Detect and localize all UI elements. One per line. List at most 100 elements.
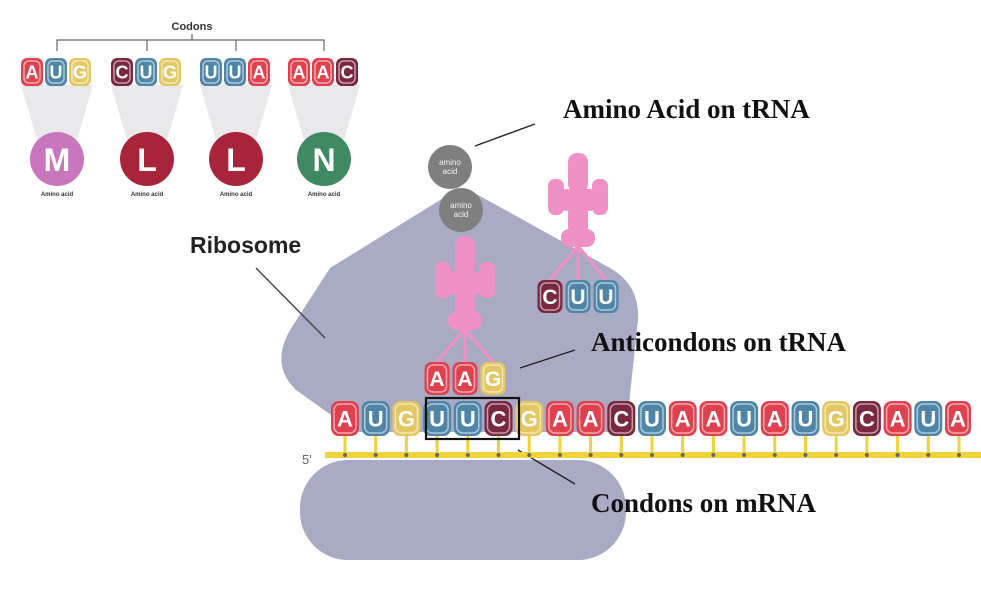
anticodon-callout: Anticondons on tRNA <box>591 327 847 357</box>
nucleotide-letter: G <box>828 406 845 431</box>
nucleotide-tile <box>453 401 482 436</box>
trna-top-stem <box>455 236 475 276</box>
nucleotide-letter: C <box>613 406 629 431</box>
nucleotide-tile <box>423 401 452 436</box>
nucleotide-tile-outline <box>426 364 448 393</box>
amino-acid-caption: Amino acid <box>41 192 74 198</box>
nucleotide-tile <box>361 401 390 436</box>
amino-acid-pointer-line <box>474 123 536 147</box>
nucleotide-tile-outline <box>113 60 131 84</box>
nucleotide-tile-outline <box>71 60 89 84</box>
nucleotide-letter: C <box>859 406 875 431</box>
nucleotide-tile <box>699 401 728 436</box>
mrna-nucleotide: A <box>576 401 605 436</box>
nucleotide-tile-outline <box>640 403 664 434</box>
mrna-nucleotide: U <box>638 401 666 436</box>
nucleotide-letter: C <box>542 286 557 309</box>
nucleotide-tile <box>565 280 591 313</box>
nucleotide-letter: A <box>705 406 721 431</box>
mrna-backbone-dot <box>404 453 409 457</box>
nucleotide-tile-outline <box>855 403 879 434</box>
amino-acid-ball-text: amino <box>450 201 472 210</box>
amino-acid-caption: Amino acid <box>220 192 253 198</box>
nucleotide-tile-outline <box>732 403 756 434</box>
mrna-nucleotide: C <box>484 401 513 436</box>
mrna-backbone-stick <box>650 434 654 454</box>
nucleotide-tile <box>69 58 91 86</box>
trna-left-arm <box>435 262 451 298</box>
legend-nucleotide: U <box>135 58 157 86</box>
mrna-backbone-dot <box>435 453 440 457</box>
nucleotide-tile-outline <box>456 403 480 434</box>
nucleotide-tile <box>607 401 636 436</box>
trna-anticodon-loop <box>561 229 595 247</box>
legend-funnel <box>111 85 183 140</box>
legend-nucleotide: A <box>312 58 334 86</box>
mrna-backbone-stick <box>742 434 746 454</box>
nucleotide-letter: A <box>767 406 783 431</box>
anticodon-nucleotide: A <box>424 362 450 395</box>
nucleotide-tile-outline <box>161 60 179 84</box>
nucleotide-tile-outline <box>824 403 848 434</box>
mrna-nucleotide: U <box>361 401 390 436</box>
mrna-backbone-stick <box>896 434 900 454</box>
mrna-backbone-stick <box>711 434 715 454</box>
nucleotide-tile-outline <box>763 403 787 434</box>
legend-nucleotide: A <box>21 58 43 86</box>
nucleotide-letter: A <box>675 406 691 431</box>
trna-left-arm <box>548 179 564 215</box>
mrna-nucleotide: U <box>423 401 452 436</box>
nucleotide-tile <box>452 362 478 395</box>
nucleotide-tile <box>515 401 544 436</box>
nucleotide-tile-outline <box>202 60 220 84</box>
nucleotide-tile <box>668 401 697 436</box>
nucleotide-tile-outline <box>454 364 476 393</box>
nucleotide-letter: U <box>368 406 384 431</box>
mrna-backbone-stick <box>466 434 470 454</box>
mrna-backbone-stick <box>773 434 777 454</box>
anticodon-nucleotide: G <box>480 362 506 395</box>
nucleotide-tile-outline <box>578 403 603 434</box>
legend-nucleotide: C <box>336 58 358 86</box>
nucleotide-tile-outline <box>333 403 357 434</box>
mrna-backbone-stick <box>865 434 869 454</box>
amino-acid-circle <box>297 132 351 186</box>
amino-acid-circle <box>209 132 263 186</box>
mrna-backbone-stick <box>435 434 439 454</box>
nucleotide-letter: G <box>163 62 177 82</box>
mrna-nucleotide: G <box>822 401 851 436</box>
mrna-backbone-dot <box>373 453 378 457</box>
nucleotide-letter: U <box>736 406 752 431</box>
mrna-backbone-stick <box>804 434 807 454</box>
anticodon-nucleotide: U <box>593 280 619 313</box>
trna-neck <box>455 292 475 314</box>
mrna-backbone-dot <box>772 453 777 457</box>
mrna-backbone-stick <box>527 434 531 454</box>
nucleotide-tile-outline <box>363 403 388 434</box>
nucleotide-tile-outline <box>539 282 561 311</box>
mrna-nucleotide: A <box>668 401 697 436</box>
nucleotide-tile-outline <box>793 403 818 434</box>
nucleotide-tile <box>914 401 943 436</box>
five-prime-label: 5' <box>302 452 312 467</box>
legend-nucleotide: A <box>288 58 310 86</box>
nucleotide-letter: A <box>26 62 39 82</box>
mrna-backbone-stick <box>404 434 408 454</box>
nucleotide-tile-outline <box>314 60 332 84</box>
legend-nucleotide: A <box>248 58 270 86</box>
nucleotide-tile-outline <box>595 282 617 311</box>
nucleotide-letter: G <box>73 62 87 82</box>
nucleotide-letter: U <box>598 286 613 309</box>
nucleotide-tile <box>111 58 133 86</box>
nucleotide-letter: A <box>457 368 472 391</box>
nucleotide-tile-outline <box>916 403 941 434</box>
amino-acid-ball-circle <box>428 145 472 189</box>
mrna-nucleotide: U <box>730 401 759 436</box>
nucleotide-tile <box>336 58 358 86</box>
mrna-backbone-dot <box>711 453 716 457</box>
